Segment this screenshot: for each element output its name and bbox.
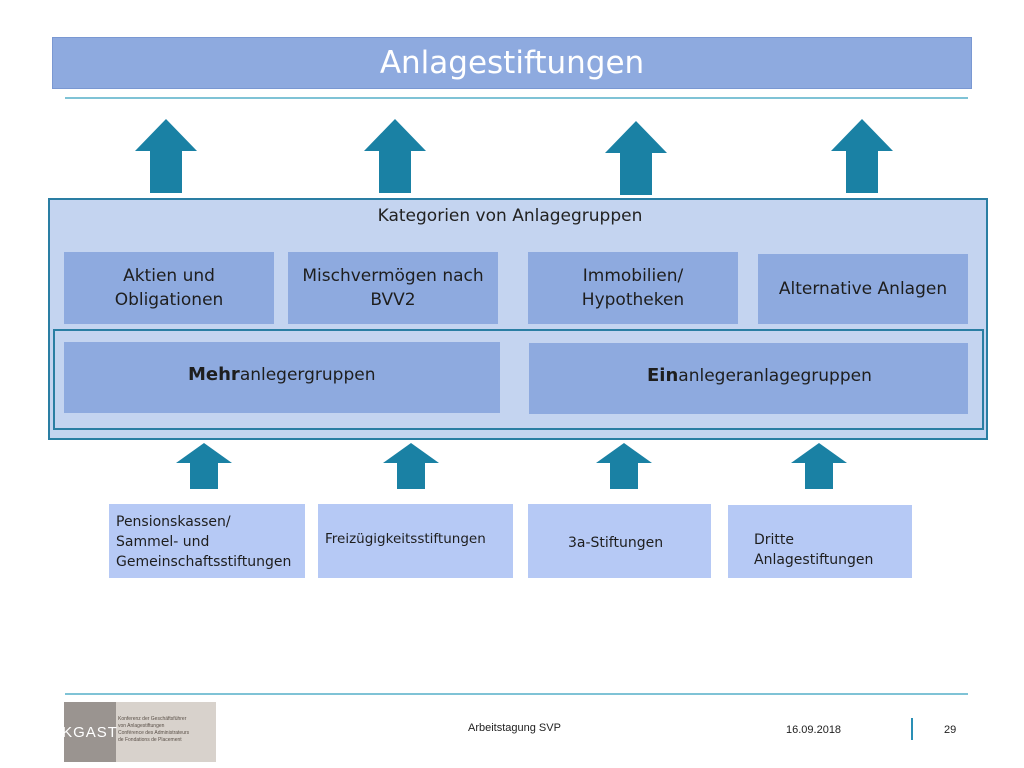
group-rest-part: anlegergruppen bbox=[239, 365, 376, 385]
up-arrow-icon bbox=[605, 121, 667, 195]
category-box-alternative: Alternative Anlagen bbox=[758, 254, 968, 324]
group-rest-part: anlegeranlagegruppen bbox=[678, 366, 872, 386]
source-line: Pensionskassen/ bbox=[116, 514, 231, 530]
logo-text: Konferenz der Geschäftsführer von Anlage… bbox=[118, 716, 214, 744]
source-box-freizuegigkeit: Freizügigkeitsstiftungen bbox=[318, 504, 513, 578]
logo-line: Conférence des Administrateurs bbox=[118, 730, 190, 736]
up-arrow-icon bbox=[596, 443, 652, 489]
logo-line: Konferenz der Geschäftsführer bbox=[118, 716, 187, 722]
source-line: Dritte bbox=[754, 532, 795, 548]
category-box-immobilien: Immobilien/Hypotheken bbox=[528, 252, 738, 324]
category-line: Hypotheken bbox=[581, 290, 685, 310]
groups-frame bbox=[53, 329, 984, 430]
logo-line: von Anlagestiftungen bbox=[118, 723, 165, 729]
up-arrow-icon bbox=[383, 443, 439, 489]
source-line: Anlagestiftungen bbox=[754, 552, 874, 568]
up-arrow-icon bbox=[791, 443, 847, 489]
category-line: Alternative Anlagen bbox=[778, 279, 948, 299]
source-box-pensionskassen: Pensionskassen/ Sammel- und Gemeinschaft… bbox=[109, 504, 305, 578]
category-line: BVV2 bbox=[370, 290, 416, 310]
group-box-einanleger: Einanlegeranlagegruppen bbox=[529, 343, 968, 414]
source-box-dritte: Dritte Anlagestiftungen bbox=[728, 505, 912, 578]
categories-title: Kategorien von Anlagegruppen bbox=[377, 206, 643, 226]
source-line: Gemeinschaftsstiftungen bbox=[116, 554, 292, 570]
category-line: Obligationen bbox=[114, 290, 224, 310]
source-line: Freizügigkeitsstiftungen bbox=[325, 531, 486, 547]
up-arrow-icon bbox=[135, 119, 197, 193]
footer-separator bbox=[911, 718, 913, 740]
up-arrow-icon bbox=[831, 119, 893, 193]
footer-event: Arbeitstagung SVP bbox=[468, 722, 561, 734]
kgast-logo: KGAST Konferenz der Geschäftsführer von … bbox=[62, 702, 216, 762]
category-line: Mischvermögen nach bbox=[302, 266, 484, 286]
footer-divider bbox=[65, 693, 968, 695]
logo-letters: KGAST bbox=[62, 702, 117, 762]
source-line: 3a-Stiftungen bbox=[568, 535, 664, 551]
category-line: Aktien und bbox=[123, 266, 215, 286]
source-line: Sammel- und bbox=[116, 534, 210, 550]
logo-line: de Fondations de Placement bbox=[118, 737, 182, 743]
title-divider bbox=[65, 97, 968, 99]
page-title: Anlagestiftungen bbox=[52, 37, 972, 89]
source-box-3a: 3a-Stiftungen bbox=[528, 504, 711, 578]
up-arrow-icon bbox=[176, 443, 232, 489]
page-number: 29 bbox=[944, 724, 957, 736]
group-bold-part: Mehr bbox=[188, 364, 240, 385]
category-line: Immobilien/ bbox=[582, 266, 684, 286]
group-box-mehranleger: Mehranlegergruppen bbox=[64, 342, 500, 413]
group-bold-part: Ein bbox=[647, 365, 679, 386]
up-arrow-icon bbox=[364, 119, 426, 193]
footer-date: 16.09.2018 bbox=[786, 724, 842, 736]
